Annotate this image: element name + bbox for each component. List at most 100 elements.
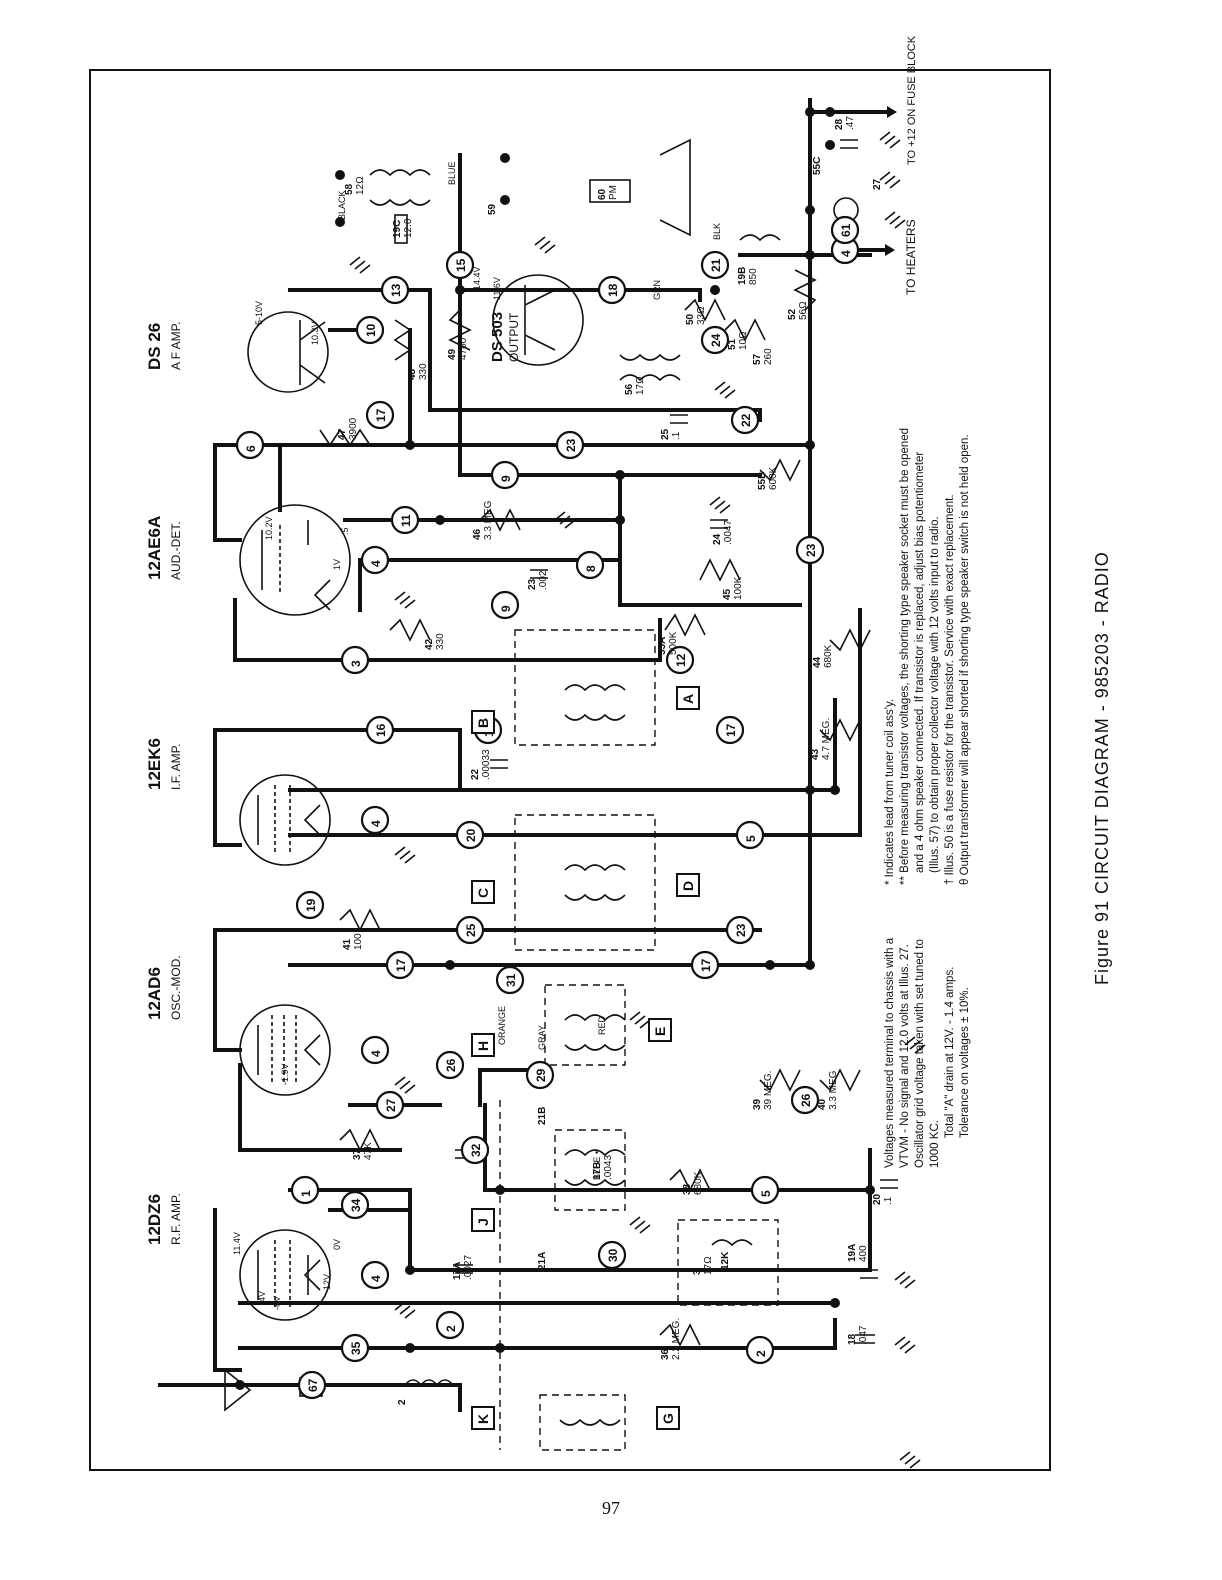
voltage-note-line: Oscillator grid voltage taken with set t… — [914, 939, 926, 1168]
service-note-line: ** Before measuring transistor voltages,… — [899, 428, 911, 885]
test-point-label: 20 — [464, 828, 478, 842]
voltage-note-line: 1000 KC. — [929, 1120, 941, 1168]
grounds — [349, 131, 926, 1469]
coil-box-e — [648, 1018, 672, 1042]
wire-color-label: ORANGE — [497, 1006, 507, 1045]
test-point-11 — [390, 505, 420, 535]
component-ref-19c: 19C — [392, 220, 403, 238]
test-point-label: 2 — [444, 1325, 458, 1332]
component-value: 330 — [435, 633, 446, 650]
test-point-3 — [340, 645, 370, 675]
tube-name-12dz6: 12DZ6 — [145, 1194, 164, 1245]
component-ref-23: 23 — [527, 578, 538, 590]
voltage-label: 1V — [332, 559, 342, 570]
component-ref-21b: 21B — [537, 1107, 548, 1125]
voltage-label: 11.6V — [492, 277, 502, 300]
test-point-label: 4 — [369, 1275, 383, 1282]
wire-color-label: RED — [597, 1015, 607, 1035]
wire-color-label: BLK — [712, 223, 722, 240]
test-point-6 — [235, 430, 265, 460]
component-value: 600K — [768, 466, 779, 490]
component-ref-18: 18 — [847, 1333, 858, 1345]
test-point-9 — [490, 590, 520, 620]
component-ref-2: 2 — [397, 1399, 408, 1405]
component-ref-55b: 55B — [757, 472, 768, 490]
component-ref-49: 49 — [447, 348, 458, 360]
test-point-label: 26 — [444, 1058, 458, 1072]
coil-box-label: D — [680, 881, 696, 891]
voltage-label: 0V — [332, 1239, 342, 1250]
component-value: .00033 — [481, 749, 492, 780]
test-point-34 — [340, 1190, 370, 1220]
tubes — [239, 274, 584, 1321]
test-point-label: 1 — [299, 1190, 313, 1197]
voltage-note-line: Total "A" drain at 12V. - 1.4 amps. — [944, 967, 956, 1138]
component-value: .0047 — [723, 520, 734, 545]
test-point-18 — [597, 275, 627, 305]
component-ref-17b: 17B — [592, 1162, 603, 1180]
test-point-1 — [290, 1175, 320, 1205]
fuse-block-label: TO +12 ON FUSE BLOCK — [906, 35, 918, 165]
test-point-label: 18 — [606, 283, 620, 297]
test-point-23 — [555, 430, 585, 460]
service-note-line: * Indicates lead from tuner coil ass'y. — [884, 699, 896, 885]
test-point-26 — [790, 1085, 820, 1115]
test-point-label: 31 — [504, 973, 518, 987]
test-point-label: 5 — [759, 1190, 773, 1197]
test-point-label: 15 — [454, 258, 468, 272]
component-ref-51: 51 — [727, 338, 738, 350]
coil-box-label: B — [475, 718, 491, 728]
component-ref-43: 43 — [810, 748, 821, 760]
test-point-label: 12 — [674, 653, 688, 667]
test-point-label: 26 — [799, 1093, 813, 1107]
component-ref-3: 3 — [692, 1269, 703, 1275]
voltage-notes: Voltages measured terminal to chassis wi… — [884, 937, 971, 1168]
test-point-label: 13 — [389, 283, 403, 297]
test-point-20 — [455, 820, 485, 850]
component-ref-47: 47 — [337, 428, 348, 440]
component-value: 680K — [823, 644, 834, 668]
tube-name-12ae6a: 12AE6A — [145, 516, 164, 580]
test-point-label: 3 — [349, 660, 363, 667]
voltage-note-line: VTVM - No signal and 12.0 volts at Illus… — [899, 944, 911, 1168]
component-ref-38: 38 — [682, 1183, 693, 1195]
test-point-label: 8 — [584, 565, 598, 572]
component-ref-55c: 55C — [812, 157, 823, 175]
component-ref-50: 50 — [685, 313, 696, 325]
component-ref-36: 36 — [660, 1348, 671, 1360]
component-value: 100K — [733, 576, 744, 600]
test-point-4 — [360, 805, 390, 835]
test-point-label: 17 — [374, 408, 388, 422]
voltage-note-line: Tolerance on voltages ± 10%. — [959, 987, 971, 1138]
test-point-61 — [830, 215, 860, 245]
coils — [369, 169, 781, 1426]
test-point-15 — [445, 250, 475, 280]
component-ref-21a: 21A — [537, 1252, 548, 1270]
test-point-5 — [750, 1175, 780, 1205]
wire-color-label: GRAY — [537, 1025, 547, 1050]
test-point-8 — [575, 550, 605, 580]
test-point-label: 25 — [464, 923, 478, 937]
test-point-label: 32 — [469, 1143, 483, 1157]
tube-12ek6 — [239, 774, 331, 866]
resistors — [319, 269, 871, 1347]
test-point-32 — [460, 1135, 490, 1165]
test-point-label: 21 — [709, 258, 723, 272]
test-point-31 — [495, 965, 525, 995]
coil-box-d — [676, 873, 700, 897]
tube-name-12ek6: 12EK6 — [145, 738, 164, 790]
coil-box-j — [471, 1208, 495, 1232]
tube-name-ds26: DS 26 — [145, 323, 164, 370]
output-labels: TO HEATERS TO +12 ON FUSE BLOCK — [904, 35, 918, 295]
component-ref-27: 27 — [872, 178, 883, 190]
tube-12ae6a — [239, 504, 351, 616]
test-point-2 — [435, 1310, 465, 1340]
component-value: .1 — [883, 1196, 894, 1205]
wire-color-label: BLUE — [447, 161, 457, 185]
tube-function-ds26: A F AMP. — [169, 322, 183, 370]
coil-box-label: H — [475, 1041, 491, 1051]
test-point-17 — [690, 950, 720, 980]
coil-box-label: E — [652, 1027, 668, 1036]
component-ref-41: 41 — [342, 938, 353, 950]
